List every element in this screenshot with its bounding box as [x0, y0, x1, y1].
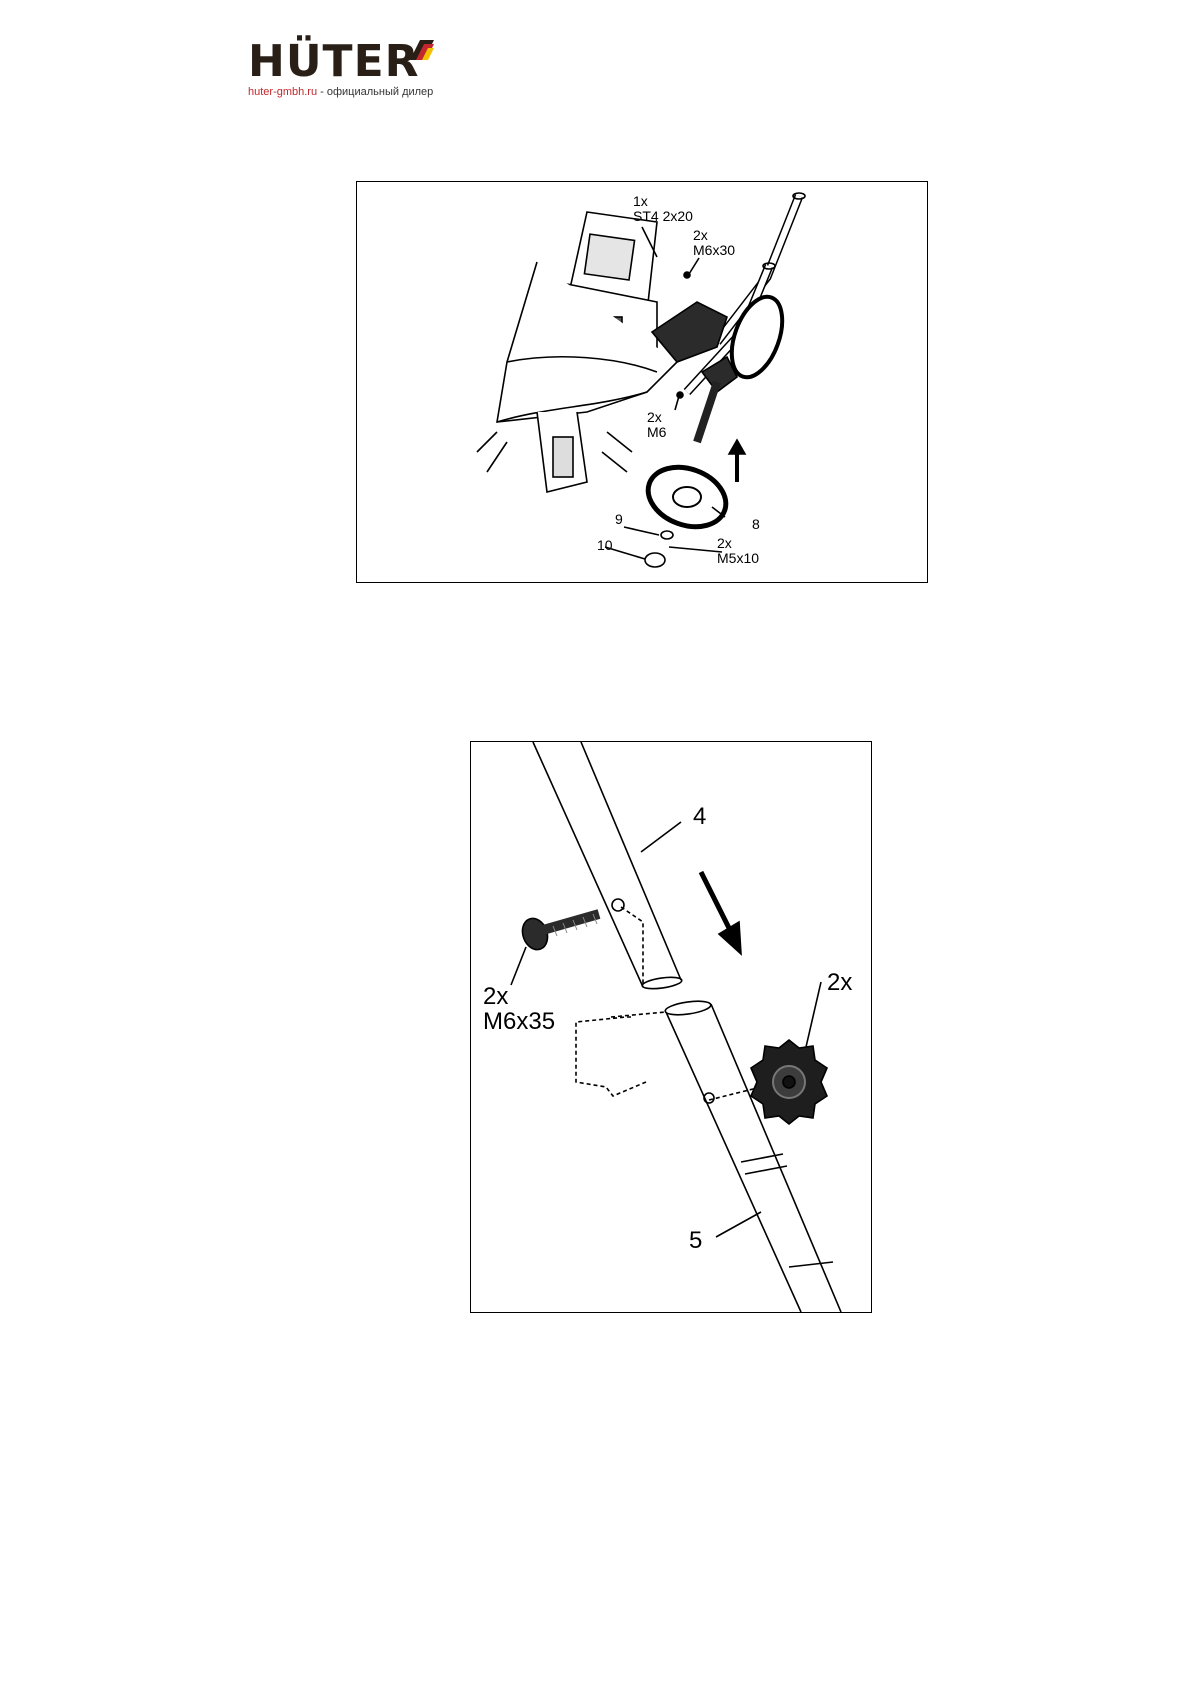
- logo-wordmark: HÜTER: [248, 36, 420, 87]
- wheel-assembly-drawing: [476, 192, 806, 568]
- part-10-label: 10: [597, 537, 613, 553]
- bolt-qty: 2x: [483, 983, 509, 1010]
- m5x10-label: 2x M5x10: [717, 536, 759, 565]
- m6-qty: 2x: [647, 409, 662, 425]
- part-9-label: 9: [615, 511, 623, 527]
- m6x30-label: 2x M6x30: [693, 228, 735, 257]
- dealer-text: - официальный дилер: [317, 86, 434, 98]
- part-8-label: 8: [752, 516, 760, 532]
- m6-size: M6: [647, 423, 667, 440]
- knob-qty-label: 2x: [827, 969, 853, 996]
- m6-label: 2x M6: [647, 410, 666, 439]
- site-link[interactable]: huter-gmbh.ru: [248, 86, 318, 98]
- part-4-label: 4: [693, 803, 707, 830]
- st4-qty: 1x: [633, 193, 648, 209]
- bolt-size: M6x35: [483, 1008, 556, 1036]
- huter-logo: HÜTER huter-gmbh.ru - официальный дилер: [248, 36, 448, 102]
- logo-tagline: huter-gmbh.ru - официальный дилер: [248, 86, 433, 98]
- m5x10-size: M5x10: [717, 549, 760, 566]
- st4-label: 1x ST4 2x20: [633, 194, 693, 223]
- m6x30-size: M6x30: [693, 241, 736, 258]
- figure-wheel-assembly: 1x ST4 2x20 2x M6x30 2x M6 8 9 10 2x M5x…: [356, 181, 928, 583]
- knob-icon: [750, 1038, 828, 1126]
- m5x10-qty: 2x: [717, 535, 732, 551]
- flag-swoosh-icon: [410, 40, 434, 60]
- handle-connection-drawing: [510, 742, 842, 1312]
- bolt-label: 2x M6x35: [483, 983, 556, 1036]
- st4-size: ST4 2x20: [633, 207, 693, 224]
- m6x30-qty: 2x: [693, 227, 708, 243]
- figure-handle-connection: 4 2x M6x35 2x 5: [470, 741, 872, 1313]
- part-5-label: 5: [689, 1227, 703, 1254]
